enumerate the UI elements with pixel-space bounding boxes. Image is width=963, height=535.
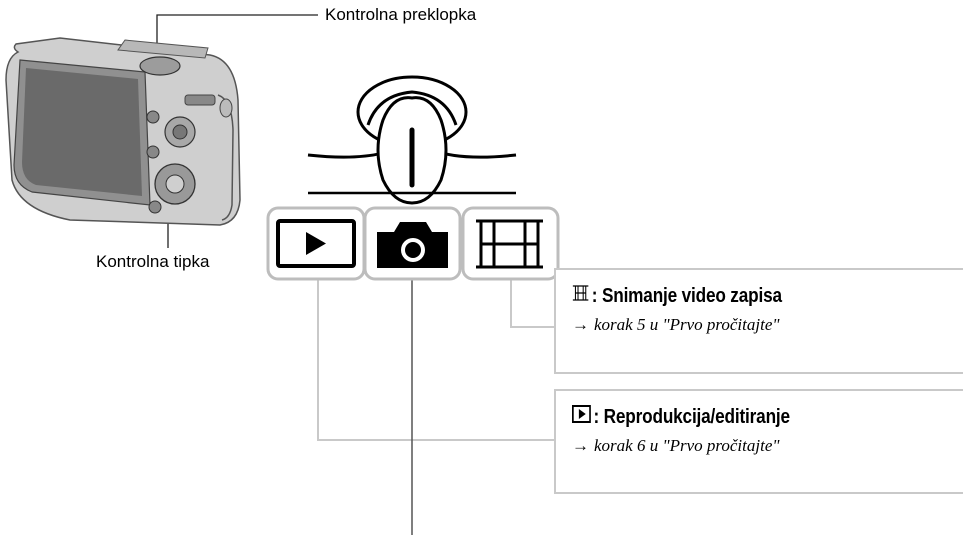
callout-movie: : Snimanje video zapisa → korak 5 u "Prvo…: [554, 268, 963, 374]
callout-playback-title-text: : Reprodukcija/editiranje: [593, 405, 791, 428]
mode-icon-movie: [461, 206, 560, 281]
mode-dial-illustration: [307, 75, 517, 205]
connector-playback: [317, 278, 555, 441]
callout-movie-ref: → korak 5 u "Prvo pročitajte": [572, 315, 780, 335]
callout-movie-ref-text: korak 5 u "Prvo pročitajte": [594, 315, 780, 334]
callout-playback: : Reprodukcija/editiranje → korak 6 u "Pr…: [554, 389, 963, 494]
mode-icon-still: [363, 206, 462, 281]
play-icon: [572, 405, 591, 429]
connector-lines: [317, 278, 555, 441]
mode-icon-playback: [266, 206, 366, 281]
film-icon: [572, 284, 589, 308]
arrow-icon: →: [572, 315, 589, 334]
connector-movie: [510, 278, 555, 328]
callout-movie-title: : Snimanje video zapisa: [572, 284, 782, 308]
label-control-button: Kontrolna tipka: [96, 252, 210, 271]
callout-playback-ref-text: korak 6 u "Prvo pročitajte": [594, 436, 780, 455]
callout-playback-title: : Reprodukcija/editiranje: [572, 405, 790, 429]
callout-playback-ref: → korak 6 u "Prvo pročitajte": [572, 436, 780, 456]
label-control-switch: Kontrolna preklopka: [325, 5, 477, 24]
camera-illustration: [5, 37, 241, 226]
arrow-icon: →: [572, 436, 589, 455]
callout-movie-title-text: : Snimanje video zapisa: [591, 284, 782, 307]
